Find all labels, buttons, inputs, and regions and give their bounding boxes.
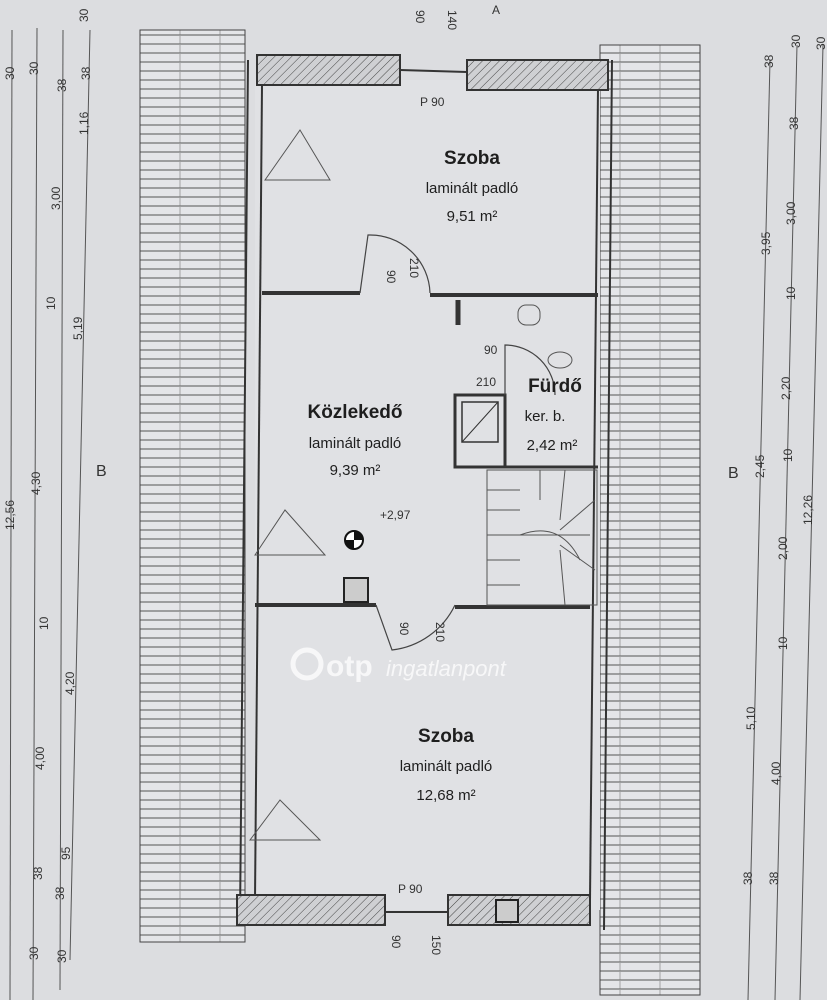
doors [359, 234, 556, 651]
dim-top: 140 [445, 10, 459, 30]
room-name: Szoba [444, 148, 500, 169]
dim-label: 2,00 [776, 536, 790, 560]
dim-label: 30 [27, 61, 41, 75]
dim-label: 30 [789, 34, 803, 48]
dim-label: 10 [37, 616, 51, 630]
dim-label: 4,20 [63, 671, 77, 695]
dim-label: 2,45 [753, 454, 767, 478]
room-name: Közlekedő [307, 402, 402, 423]
section-label: B [728, 465, 739, 482]
dim-label: 38 [762, 54, 776, 68]
dim-label: 30 [814, 36, 827, 50]
dim-label: 38 [767, 871, 781, 885]
door-height: 210 [433, 622, 447, 642]
dim-label: 5,10 [744, 706, 758, 730]
dim-label: 4,30 [29, 471, 43, 495]
dim-label: 38 [55, 78, 69, 92]
dim-label: 2,20 [779, 376, 793, 400]
level-label: +2,97 [380, 508, 411, 522]
door-width: 90 [484, 343, 498, 357]
room-floor: ker. b. [525, 408, 566, 425]
walls [239, 59, 613, 931]
window-label: P 90 [420, 95, 445, 109]
door-width: 90 [397, 622, 411, 636]
room-name: Szoba [418, 726, 474, 747]
dim-label: 3,95 [759, 231, 773, 255]
chimney-mid [343, 577, 369, 603]
dim-label: 3,00 [784, 201, 798, 225]
dim-label: 4,00 [33, 746, 47, 770]
dim-label: 30 [77, 8, 91, 22]
wall-top-left [256, 54, 401, 86]
wall-top-right [466, 59, 609, 91]
fixtures [249, 129, 573, 841]
door-height: 210 [407, 258, 421, 278]
roof-left [139, 29, 246, 943]
room-area: 2,42 m² [527, 437, 578, 454]
section-label: A [492, 3, 500, 17]
dim-label: 5,19 [71, 316, 85, 340]
room-floor: laminált padló [426, 180, 519, 197]
dim-label: 38 [741, 871, 755, 885]
interior [255, 80, 600, 910]
watermark-brand: otp [326, 650, 373, 683]
dim-bottom: 150 [429, 935, 443, 955]
door-width: 90 [384, 270, 398, 284]
room-floor: laminált padló [309, 435, 402, 452]
dim-label: 12,26 [801, 495, 815, 525]
dim-label: 10 [776, 636, 790, 650]
dim-label: 38 [53, 886, 67, 900]
dim-label: 38 [79, 66, 93, 80]
dim-bottom: 90 [389, 935, 403, 949]
dim-top: 90 [413, 10, 427, 24]
roof-right [599, 44, 701, 996]
chimney [495, 899, 519, 923]
dim-label: 38 [787, 116, 801, 130]
room-area: 9,39 m² [330, 462, 381, 479]
level-marker-icon [344, 530, 364, 550]
window-top [399, 69, 468, 73]
window-label: P 90 [398, 882, 423, 896]
dim-label: 30 [55, 949, 69, 963]
door-height: 210 [476, 375, 496, 389]
dim-label: 38 [31, 866, 45, 880]
stairs [486, 469, 598, 606]
room-floor: laminált padló [400, 758, 493, 775]
dim-label: 4,00 [769, 761, 783, 785]
dim-label: 10 [784, 286, 798, 300]
dim-label: 30 [3, 66, 17, 80]
dim-label: 1,16 [77, 111, 91, 135]
dim-label: 3,00 [49, 186, 63, 210]
watermark-suffix: ingatlanpont [386, 656, 507, 681]
section-label: B [96, 463, 107, 480]
dim-label: 10 [44, 296, 58, 310]
room-name: Fürdő [528, 376, 582, 397]
watermark-logo: otp ingatlanpont [290, 647, 507, 683]
dim-label: 10 [781, 448, 795, 462]
dimension-lines [9, 27, 824, 1000]
room-area: 9,51 m² [447, 208, 498, 225]
dim-label: 95 [59, 846, 73, 860]
wall-bottom-left [236, 894, 386, 926]
room-area: 12,68 m² [416, 787, 475, 804]
dim-label: 12,56 [3, 500, 17, 530]
dim-label: 30 [27, 946, 41, 960]
